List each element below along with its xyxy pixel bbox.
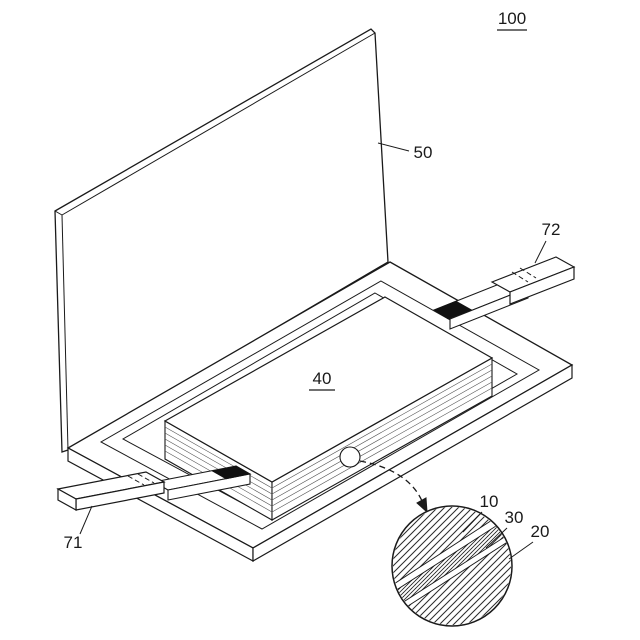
panel-inner-left-edge <box>61 214 69 451</box>
tab-right-terminal-front <box>509 266 575 305</box>
ref-leader-10 <box>462 511 483 533</box>
tab-right-hidden-line-1 <box>511 271 529 283</box>
panel-corner-edge <box>54 210 63 216</box>
detail-arrowhead <box>416 497 428 514</box>
ref-label-72: 72 <box>542 220 561 239</box>
detail-layer-middle-band <box>393 516 511 611</box>
tab-left-hidden-line-2 <box>127 475 145 486</box>
ref-label-71: 71 <box>64 533 83 552</box>
ref-label-10: 10 <box>480 492 499 511</box>
ref-leader-71 <box>79 505 93 535</box>
ref-leader-50 <box>377 142 410 152</box>
ref-label-20: 20 <box>531 522 550 541</box>
tab-right-hidden-line-2 <box>519 267 537 279</box>
reference-labels: 100 50 72 40 71 10 30 20 <box>64 9 561 560</box>
tab-right-weld-mark <box>433 300 473 320</box>
block-detail-point-circle <box>339 446 361 468</box>
detail-layer-bottom-band <box>393 533 511 625</box>
panel-inner-top-edge <box>61 32 376 216</box>
ref-leader-30 <box>485 527 508 549</box>
tab-left-terminal-end <box>57 487 77 512</box>
detail-arrow-curve <box>359 460 423 502</box>
display-panel <box>54 28 389 453</box>
tab-right-strip-front <box>449 287 529 330</box>
ref-leader-72 <box>534 240 547 264</box>
magnified-detail <box>391 505 513 627</box>
block-layer-lines <box>164 363 493 513</box>
ref-leader-20 <box>508 541 534 560</box>
detail-arrow <box>359 460 428 514</box>
detail-circle-outline <box>391 505 513 627</box>
detail-layers <box>393 507 511 625</box>
tab-left-strip-front <box>167 473 251 501</box>
ref-label-40: 40 <box>313 369 332 388</box>
panel-silhouette <box>54 28 389 453</box>
tab-left-hidden-line-1 <box>137 473 155 484</box>
tab-left-weld-mark <box>211 465 251 480</box>
tray-inner-rim-outer <box>99 280 541 530</box>
ref-label-30: 30 <box>505 508 524 527</box>
ref-label-50: 50 <box>414 143 433 162</box>
electrode-tab-left <box>56 465 252 512</box>
tray-side-right <box>252 363 573 563</box>
electrode-tab-right <box>432 256 576 330</box>
ref-label-100: 100 <box>498 9 526 28</box>
